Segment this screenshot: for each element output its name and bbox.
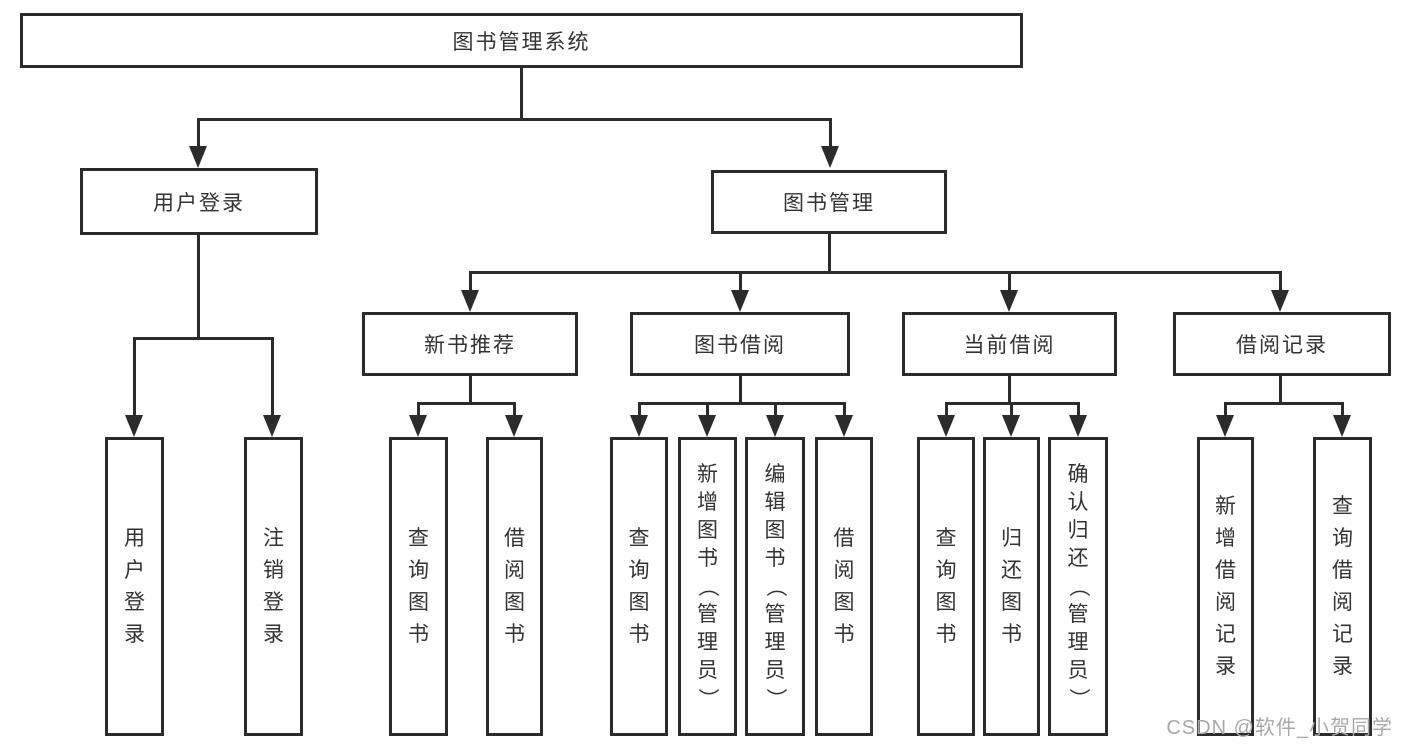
arrowhead-icon [698, 415, 716, 437]
connector-line [469, 374, 472, 405]
arrowhead-icon [461, 290, 479, 312]
leaf-bb-query-books-label: 查询图书 [628, 527, 650, 646]
node-current-borrowing-label: 当前借阅 [963, 334, 1056, 357]
connector-line [706, 402, 709, 417]
connector-line [638, 402, 641, 417]
connector-line [1077, 402, 1080, 417]
leaf-cb-query-books: 查询图书 [917, 437, 975, 736]
arrowhead-icon [505, 415, 523, 437]
connector-line [828, 232, 831, 274]
leaf-br-query-record: 查询借阅记录 [1313, 437, 1372, 736]
node-root: 图书管理系统 [20, 13, 1023, 68]
connector-line [133, 337, 274, 340]
connector-line [638, 402, 846, 405]
node-user-login-label: 用户登录 [153, 191, 245, 215]
leaf-user-login-label: 用户登录 [124, 527, 145, 646]
leaf-logout: 注销登录 [244, 437, 303, 736]
connector-line [469, 271, 472, 292]
arrowhead-icon [189, 146, 207, 168]
leaf-bb-borrow-books: 借阅图书 [815, 437, 873, 736]
arrowhead-icon [1216, 415, 1234, 437]
leaf-logout-label: 注销登录 [263, 527, 284, 646]
leaf-nb-query-books: 查询图书 [389, 437, 448, 736]
connector-line [1010, 402, 1013, 417]
arrowhead-icon [1333, 415, 1351, 437]
arrowhead-icon [766, 415, 784, 437]
connector-line [1279, 374, 1282, 405]
connector-line [520, 66, 523, 121]
leaf-br-query-record-label: 查询借阅记录 [1332, 495, 1353, 678]
arrowhead-icon [937, 415, 955, 437]
arrowhead-icon [835, 415, 853, 437]
leaf-nb-borrow-books-label: 借阅图书 [504, 527, 525, 646]
connector-line [469, 271, 1282, 274]
connector-line [843, 402, 846, 417]
connector-line [1008, 271, 1011, 292]
leaf-user-login: 用户登录 [105, 437, 164, 736]
node-root-label: 图书管理系统 [452, 30, 591, 54]
arrowhead-icon [1069, 415, 1087, 437]
arrowhead-icon [1000, 290, 1018, 312]
leaf-bb-add-books-admin: 新增图书（管理员） [678, 437, 737, 736]
connector-line [513, 402, 516, 417]
leaf-cb-query-books-label: 查询图书 [935, 527, 957, 646]
connector-line [1224, 402, 1344, 405]
connector-line [197, 233, 200, 340]
arrowhead-icon [731, 290, 749, 312]
arrowhead-icon [409, 415, 427, 437]
leaf-bb-add-books-admin-label: 新增图书（管理员） [696, 463, 719, 709]
leaf-cb-confirm-return-admin: 确认归还（管理员） [1048, 437, 1108, 736]
leaf-cb-return-books: 归还图书 [983, 437, 1040, 736]
leaf-bb-borrow-books-label: 借阅图书 [833, 527, 855, 646]
node-borrowing-records-label: 借阅记录 [1236, 334, 1328, 357]
arrowhead-icon [125, 415, 143, 437]
connector-line [945, 402, 948, 417]
connector-line [1341, 402, 1344, 417]
leaf-nb-borrow-books: 借阅图书 [486, 437, 543, 736]
connector-line [829, 118, 832, 148]
node-book-borrowing-label: 图书借阅 [694, 334, 786, 357]
leaf-nb-query-books-label: 查询图书 [408, 527, 429, 646]
arrowhead-icon [821, 146, 839, 168]
arrowhead-icon [263, 415, 281, 437]
connector-line [197, 118, 831, 121]
arrowhead-icon [1002, 415, 1020, 437]
node-book-management-label: 图书管理 [783, 192, 875, 215]
watermark: CSDN @软件_小贺同学 [1166, 717, 1393, 739]
arrowhead-icon [630, 415, 648, 437]
leaf-cb-confirm-return-admin-label: 确认归还（管理员） [1066, 463, 1090, 709]
connector-line [1008, 374, 1011, 405]
connector-line [739, 271, 742, 292]
leaf-br-add-record: 新增借阅记录 [1197, 437, 1254, 736]
node-book-borrowing: 图书借阅 [630, 312, 850, 376]
node-borrowing-records: 借阅记录 [1173, 312, 1391, 376]
connector-line [1279, 271, 1282, 292]
connector-line [774, 402, 777, 417]
leaf-bb-edit-books-admin-label: 编辑图书（管理员） [763, 463, 787, 709]
leaf-cb-return-books-label: 归还图书 [1001, 527, 1022, 646]
connector-line [197, 118, 200, 148]
leaf-bb-edit-books-admin: 编辑图书（管理员） [745, 437, 805, 736]
leaf-bb-query-books: 查询图书 [610, 437, 668, 736]
arrowhead-icon [1271, 290, 1289, 312]
connector-line [1224, 402, 1227, 417]
node-user-login: 用户登录 [80, 168, 318, 235]
node-new-book-recommend: 新书推荐 [362, 312, 578, 376]
connector-line [417, 402, 516, 405]
leaf-br-add-record-label: 新增借阅记录 [1215, 495, 1236, 678]
connector-line [133, 337, 136, 417]
connector-line [271, 337, 274, 417]
node-book-management: 图书管理 [711, 170, 947, 234]
node-current-borrowing: 当前借阅 [902, 312, 1117, 376]
node-new-book-recommend-label: 新书推荐 [424, 334, 516, 357]
connector-line [417, 402, 420, 417]
connector-line [739, 374, 742, 405]
